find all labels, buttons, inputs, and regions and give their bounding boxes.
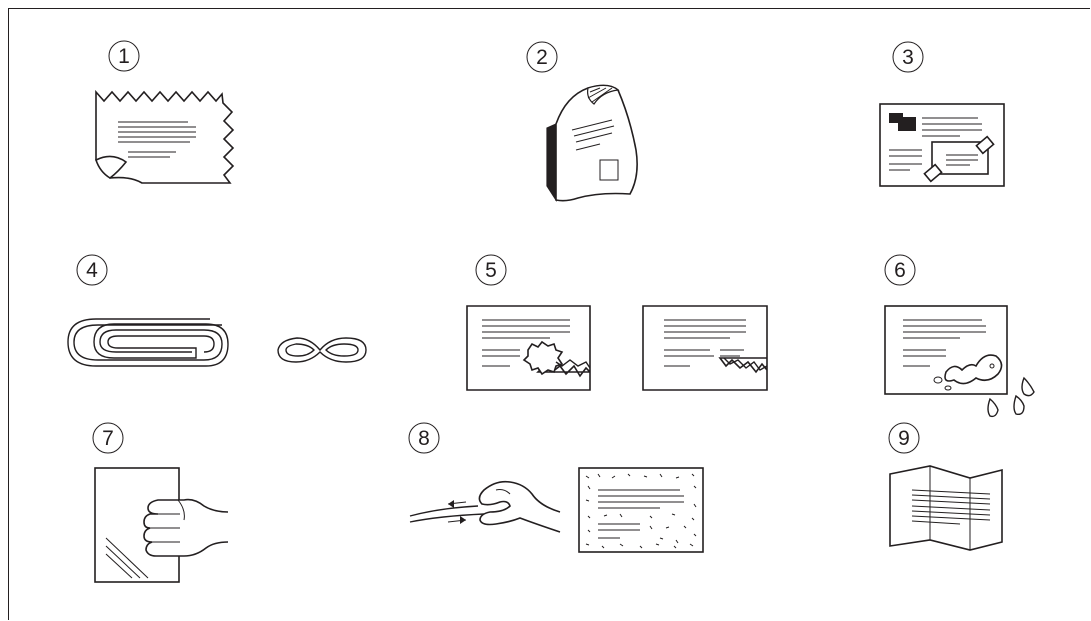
curled-document-icon — [547, 85, 637, 200]
item-7: 7 — [93, 423, 228, 582]
item-8: 8 — [409, 423, 703, 552]
item-1-number: 1 — [118, 45, 130, 68]
torn-hole-document-icon — [467, 306, 767, 390]
wet-document-icon — [885, 306, 1034, 416]
item-1: 1 — [96, 41, 233, 183]
item-3-number: 3 — [902, 46, 914, 69]
transparent-sheet-icon — [95, 468, 228, 582]
item-9: 9 — [889, 423, 1002, 550]
item-6: 6 — [885, 255, 1034, 416]
torn-curled-document-icon — [96, 92, 233, 183]
item-6-number: 6 — [894, 259, 906, 282]
item-7-number: 7 — [102, 427, 114, 450]
folded-document-icon — [890, 466, 1002, 550]
item-2: 2 — [527, 42, 637, 201]
item-2-number: 2 — [536, 46, 548, 69]
coated-paper-icon — [410, 468, 703, 552]
item-4-number: 4 — [86, 259, 98, 282]
paper-clip-icon — [68, 319, 366, 366]
item-3: 3 — [880, 42, 1004, 186]
taped-document-icon — [880, 104, 1004, 186]
item-8-number: 8 — [418, 427, 430, 450]
item-9-number: 9 — [898, 427, 910, 450]
item-5-number: 5 — [485, 259, 497, 282]
item-5: 5 — [467, 255, 767, 390]
item-4: 4 — [68, 255, 366, 366]
